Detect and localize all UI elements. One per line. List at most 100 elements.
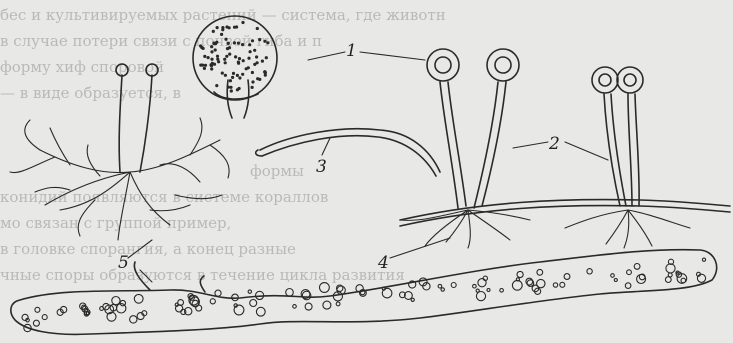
spore-dot	[225, 55, 228, 58]
label-4: 4	[377, 253, 389, 273]
bg-line-1: бес и культивируемых растений — система,…	[0, 6, 446, 24]
granule	[473, 284, 477, 288]
granule	[441, 288, 444, 291]
granule	[42, 315, 47, 320]
spore-dot	[263, 70, 266, 73]
spore-dot	[224, 74, 227, 77]
label-5: 5	[118, 253, 129, 273]
bg-line-6: конидий появляются в системе кораллов	[0, 188, 328, 206]
granule	[248, 290, 251, 293]
granule	[476, 289, 479, 292]
spore-dot	[263, 40, 266, 43]
spore-dot	[214, 48, 217, 51]
granule	[516, 278, 519, 281]
spore-dot	[265, 56, 268, 59]
spore-dot	[204, 64, 207, 67]
granule	[33, 320, 39, 326]
spore-dot	[221, 72, 224, 75]
middle-sporangiophores	[400, 49, 530, 248]
granule	[250, 300, 257, 307]
spore-dot	[224, 61, 227, 64]
spore-dot	[241, 73, 244, 76]
granule	[697, 274, 705, 282]
spore-dot	[264, 74, 267, 77]
granule	[210, 299, 215, 304]
spore-dot	[261, 60, 264, 63]
granule	[634, 264, 640, 270]
spore-dot	[258, 38, 261, 41]
stolon	[400, 200, 730, 226]
granule	[627, 270, 632, 275]
spore-dot	[236, 74, 239, 77]
spore-dot	[245, 67, 248, 70]
granule	[614, 279, 617, 282]
spore-dot	[258, 78, 261, 81]
granule	[666, 264, 675, 273]
granule	[320, 283, 330, 293]
spore-dot	[226, 47, 229, 50]
spore-dot	[212, 30, 215, 33]
spore-dot	[233, 26, 236, 29]
granule	[587, 269, 592, 274]
bg-line-5: формы	[250, 162, 304, 180]
spore-dot	[227, 86, 230, 89]
granule	[234, 305, 244, 315]
spore-dot	[199, 44, 202, 47]
granule	[112, 297, 120, 305]
spore-dot	[256, 27, 259, 30]
spore-dot	[216, 55, 219, 58]
spore-dot	[221, 26, 224, 29]
granule	[451, 283, 456, 288]
right-rhizoids	[565, 210, 690, 248]
spore-dot	[251, 39, 254, 42]
spore-dot	[238, 87, 241, 90]
spore-dot	[228, 53, 231, 56]
spore-dot	[224, 38, 227, 41]
spore-dot	[233, 41, 236, 44]
granule	[35, 307, 40, 312]
background-text: бес и культивируемых растений — система,…	[0, 6, 446, 284]
granule	[137, 313, 144, 320]
granule	[537, 269, 543, 275]
granule	[681, 278, 686, 283]
spore-dot	[228, 26, 231, 29]
label-3: 3	[316, 157, 327, 177]
mycelium-hypha	[11, 250, 717, 335]
spore-dot	[232, 72, 235, 75]
granule	[134, 294, 143, 303]
spore-dot	[210, 58, 213, 61]
granule	[512, 280, 522, 290]
spore-dot	[253, 49, 256, 52]
spore-dot	[207, 56, 210, 59]
spore-dot	[241, 21, 244, 24]
granule	[478, 279, 486, 287]
granule	[323, 301, 331, 309]
spore-dot	[203, 67, 206, 70]
spore-dot	[210, 67, 213, 70]
granule	[305, 303, 312, 310]
right-sporangiophores	[565, 67, 690, 248]
bg-line-4: — в виде образуется, в	[0, 84, 181, 102]
spore-dot	[213, 63, 216, 66]
spore-dot	[234, 55, 237, 58]
spore-dot	[248, 43, 251, 46]
granule	[438, 284, 442, 288]
spore-dot	[247, 57, 250, 60]
spore-dot	[203, 55, 206, 58]
spore-dot	[251, 71, 254, 74]
granule	[286, 289, 294, 297]
spore-dot	[237, 42, 240, 45]
label-1: 1	[346, 41, 357, 61]
spore-dot	[220, 33, 223, 36]
spore-dot	[253, 63, 256, 66]
granule	[336, 302, 340, 306]
spore-dot	[231, 76, 234, 79]
spore-dot	[210, 45, 213, 48]
granule	[293, 305, 297, 309]
bg-line-3: форму хиф споровой	[0, 58, 164, 76]
spore-dot	[238, 76, 241, 79]
spore-dot	[241, 43, 244, 46]
granule	[517, 271, 523, 277]
spore-dot	[251, 80, 254, 83]
